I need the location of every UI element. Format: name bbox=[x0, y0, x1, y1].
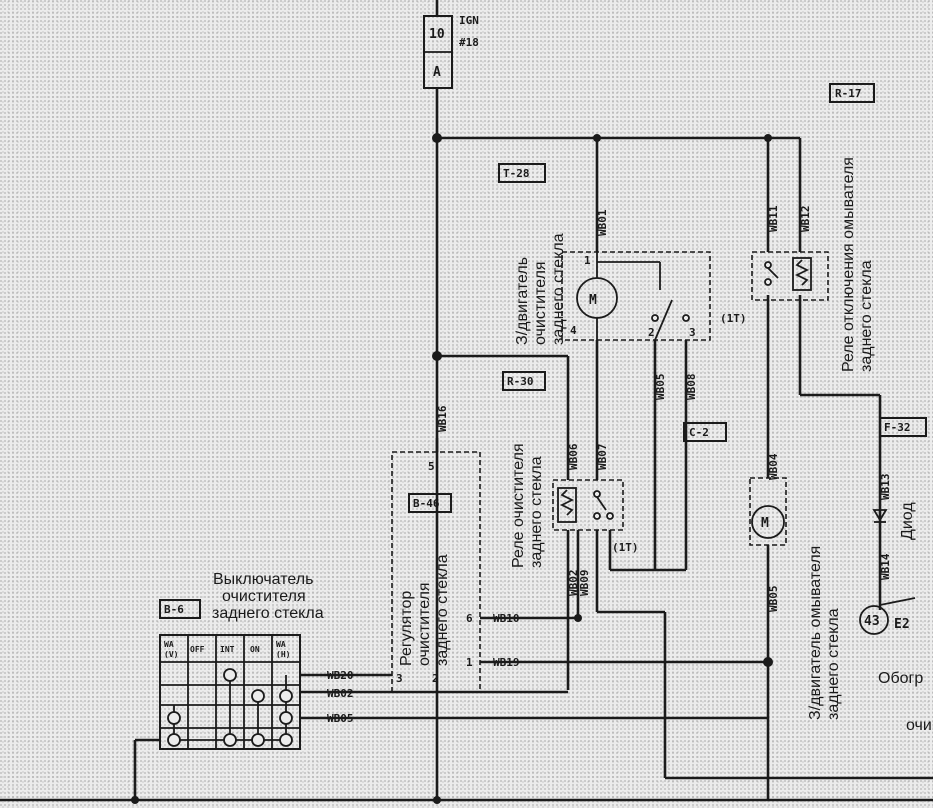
wire-labels: WB01 WB11 WB12 WB16 WB06 WB07 WB05 WB08 … bbox=[327, 205, 892, 725]
svg-text:Выключатель: Выключатель bbox=[213, 571, 313, 588]
washer-motor: M bbox=[749, 477, 787, 546]
wire-label-wb02-a: WB02 bbox=[567, 570, 580, 597]
svg-text:M: M bbox=[589, 293, 597, 308]
svg-text:B-46: B-46 bbox=[413, 497, 440, 510]
svg-text:3: 3 bbox=[396, 672, 403, 685]
svg-text:1: 1 bbox=[584, 254, 591, 267]
ground-symbol: 43 E2 bbox=[859, 597, 916, 635]
svg-text:WA: WA bbox=[276, 640, 286, 649]
title-washer-motor-2: заднего стекла bbox=[825, 608, 842, 720]
svg-text:6: 6 bbox=[466, 612, 473, 625]
svg-text:(1T): (1T) bbox=[720, 312, 747, 325]
switch-title: Выключатель очистителя заднего стекла bbox=[212, 571, 324, 622]
svg-text:(1T): (1T) bbox=[612, 541, 639, 554]
svg-text:заднего стекла: заднего стекла bbox=[212, 605, 324, 622]
svg-text:(H): (H) bbox=[276, 650, 290, 659]
svg-text:T-28: T-28 bbox=[503, 167, 530, 180]
svg-text:INT: INT bbox=[220, 645, 235, 654]
svg-text:M: M bbox=[761, 516, 769, 531]
wire-label-wb20: WB20 bbox=[327, 669, 354, 682]
svg-text:4: 4 bbox=[570, 324, 577, 337]
wire-label-wb07: WB07 bbox=[596, 444, 609, 471]
title-wiper-motor-1: З/двигатель bbox=[514, 257, 531, 345]
wire-label-wb10: WB10 bbox=[493, 612, 520, 625]
title-regulator-1: Регулятор bbox=[398, 591, 415, 666]
wire-label-wb04: WB04 bbox=[767, 453, 780, 480]
wire-label-wb19: WB19 bbox=[493, 656, 520, 669]
svg-text:ON: ON bbox=[250, 645, 260, 654]
svg-text:очистителя: очистителя bbox=[222, 588, 306, 605]
wire-label-wb12: WB12 bbox=[799, 206, 812, 233]
svg-text:3: 3 bbox=[689, 326, 696, 339]
svg-text:F-32: F-32 bbox=[884, 421, 911, 434]
wire-label-wb14: WB14 bbox=[879, 553, 892, 580]
junction-dots bbox=[131, 133, 773, 804]
title-diode: Диод bbox=[899, 502, 916, 540]
title-wiper-motor-3: заднего стекла bbox=[550, 233, 567, 345]
rear-wiper-switch-table: WA (V) OFF INT ON WA (H) bbox=[159, 634, 301, 750]
title-wiper-motor-2: очистителя bbox=[532, 261, 549, 345]
wire-label-wb08: WB08 bbox=[685, 374, 698, 401]
svg-text:A: A bbox=[433, 65, 441, 80]
svg-text:1: 1 bbox=[466, 656, 473, 669]
wire-label-wb05-b: WB05 bbox=[767, 586, 780, 613]
wire-label-wb05-a: WB05 bbox=[654, 374, 667, 401]
component-titles: З/двигатель очистителя заднего стекла Ре… bbox=[398, 157, 916, 720]
connector-tags: R-17 T-28 R-30 B-46 C-2 F-32 B-6 bbox=[159, 83, 927, 619]
wire-label-wb05-c: WB05 bbox=[327, 712, 354, 725]
title-washer-cutoff-relay-1: Реле отключения омывателя bbox=[840, 157, 857, 372]
title-wiper-relay-2: заднего стекла bbox=[528, 456, 545, 568]
title-regulator-2: очистителя bbox=[416, 582, 433, 666]
svg-text:WA: WA bbox=[164, 640, 174, 649]
svg-text:E2: E2 bbox=[894, 617, 910, 632]
svg-text:R-30: R-30 bbox=[507, 375, 534, 388]
fuse: 10 A IGN #18 bbox=[423, 14, 479, 89]
wire-label-wb16: WB16 bbox=[436, 405, 449, 432]
svg-text:#18: #18 bbox=[459, 36, 479, 49]
wiper-regulator: 5 6 1 2 3 bbox=[391, 451, 481, 693]
wire-label-wb06: WB06 bbox=[567, 443, 580, 470]
heater-label-partial: Обогр bbox=[878, 670, 923, 687]
wire-label-wb09: WB09 bbox=[578, 570, 591, 597]
svg-text:43: 43 bbox=[864, 614, 880, 629]
washer-cutoff-relay: (1T) bbox=[720, 251, 829, 325]
svg-text:OFF: OFF bbox=[190, 645, 205, 654]
title-washer-motor-1: З/двигатель омывателя bbox=[807, 546, 824, 720]
svg-text:10: 10 bbox=[429, 27, 445, 42]
title-washer-cutoff-relay-2: заднего стекла bbox=[858, 260, 875, 372]
wire-label-wb11: WB11 bbox=[767, 205, 780, 232]
wire-label-wb02-b: WB02 bbox=[327, 687, 354, 700]
wire-label-wb01: WB01 bbox=[596, 209, 609, 236]
svg-text:2: 2 bbox=[648, 326, 655, 339]
rear-wiper-relay: (1T) bbox=[552, 479, 639, 554]
title-regulator-3: заднего стекла bbox=[434, 554, 451, 666]
title-wiper-relay-1: Реле очистителя bbox=[510, 443, 527, 568]
rear-wiper-motor: M 1 2 3 4 bbox=[561, 251, 711, 341]
svg-text:C-2: C-2 bbox=[689, 426, 709, 439]
wire-label-wb13: WB13 bbox=[879, 474, 892, 501]
svg-text:IGN: IGN bbox=[459, 14, 479, 27]
diode bbox=[872, 509, 888, 523]
heater-label-partial-2: очи bbox=[906, 717, 932, 734]
svg-text:B-6: B-6 bbox=[164, 603, 184, 616]
svg-text:R-17: R-17 bbox=[835, 87, 862, 100]
svg-text:2: 2 bbox=[432, 672, 439, 685]
svg-text:(V): (V) bbox=[164, 650, 178, 659]
svg-text:5: 5 bbox=[428, 460, 435, 473]
